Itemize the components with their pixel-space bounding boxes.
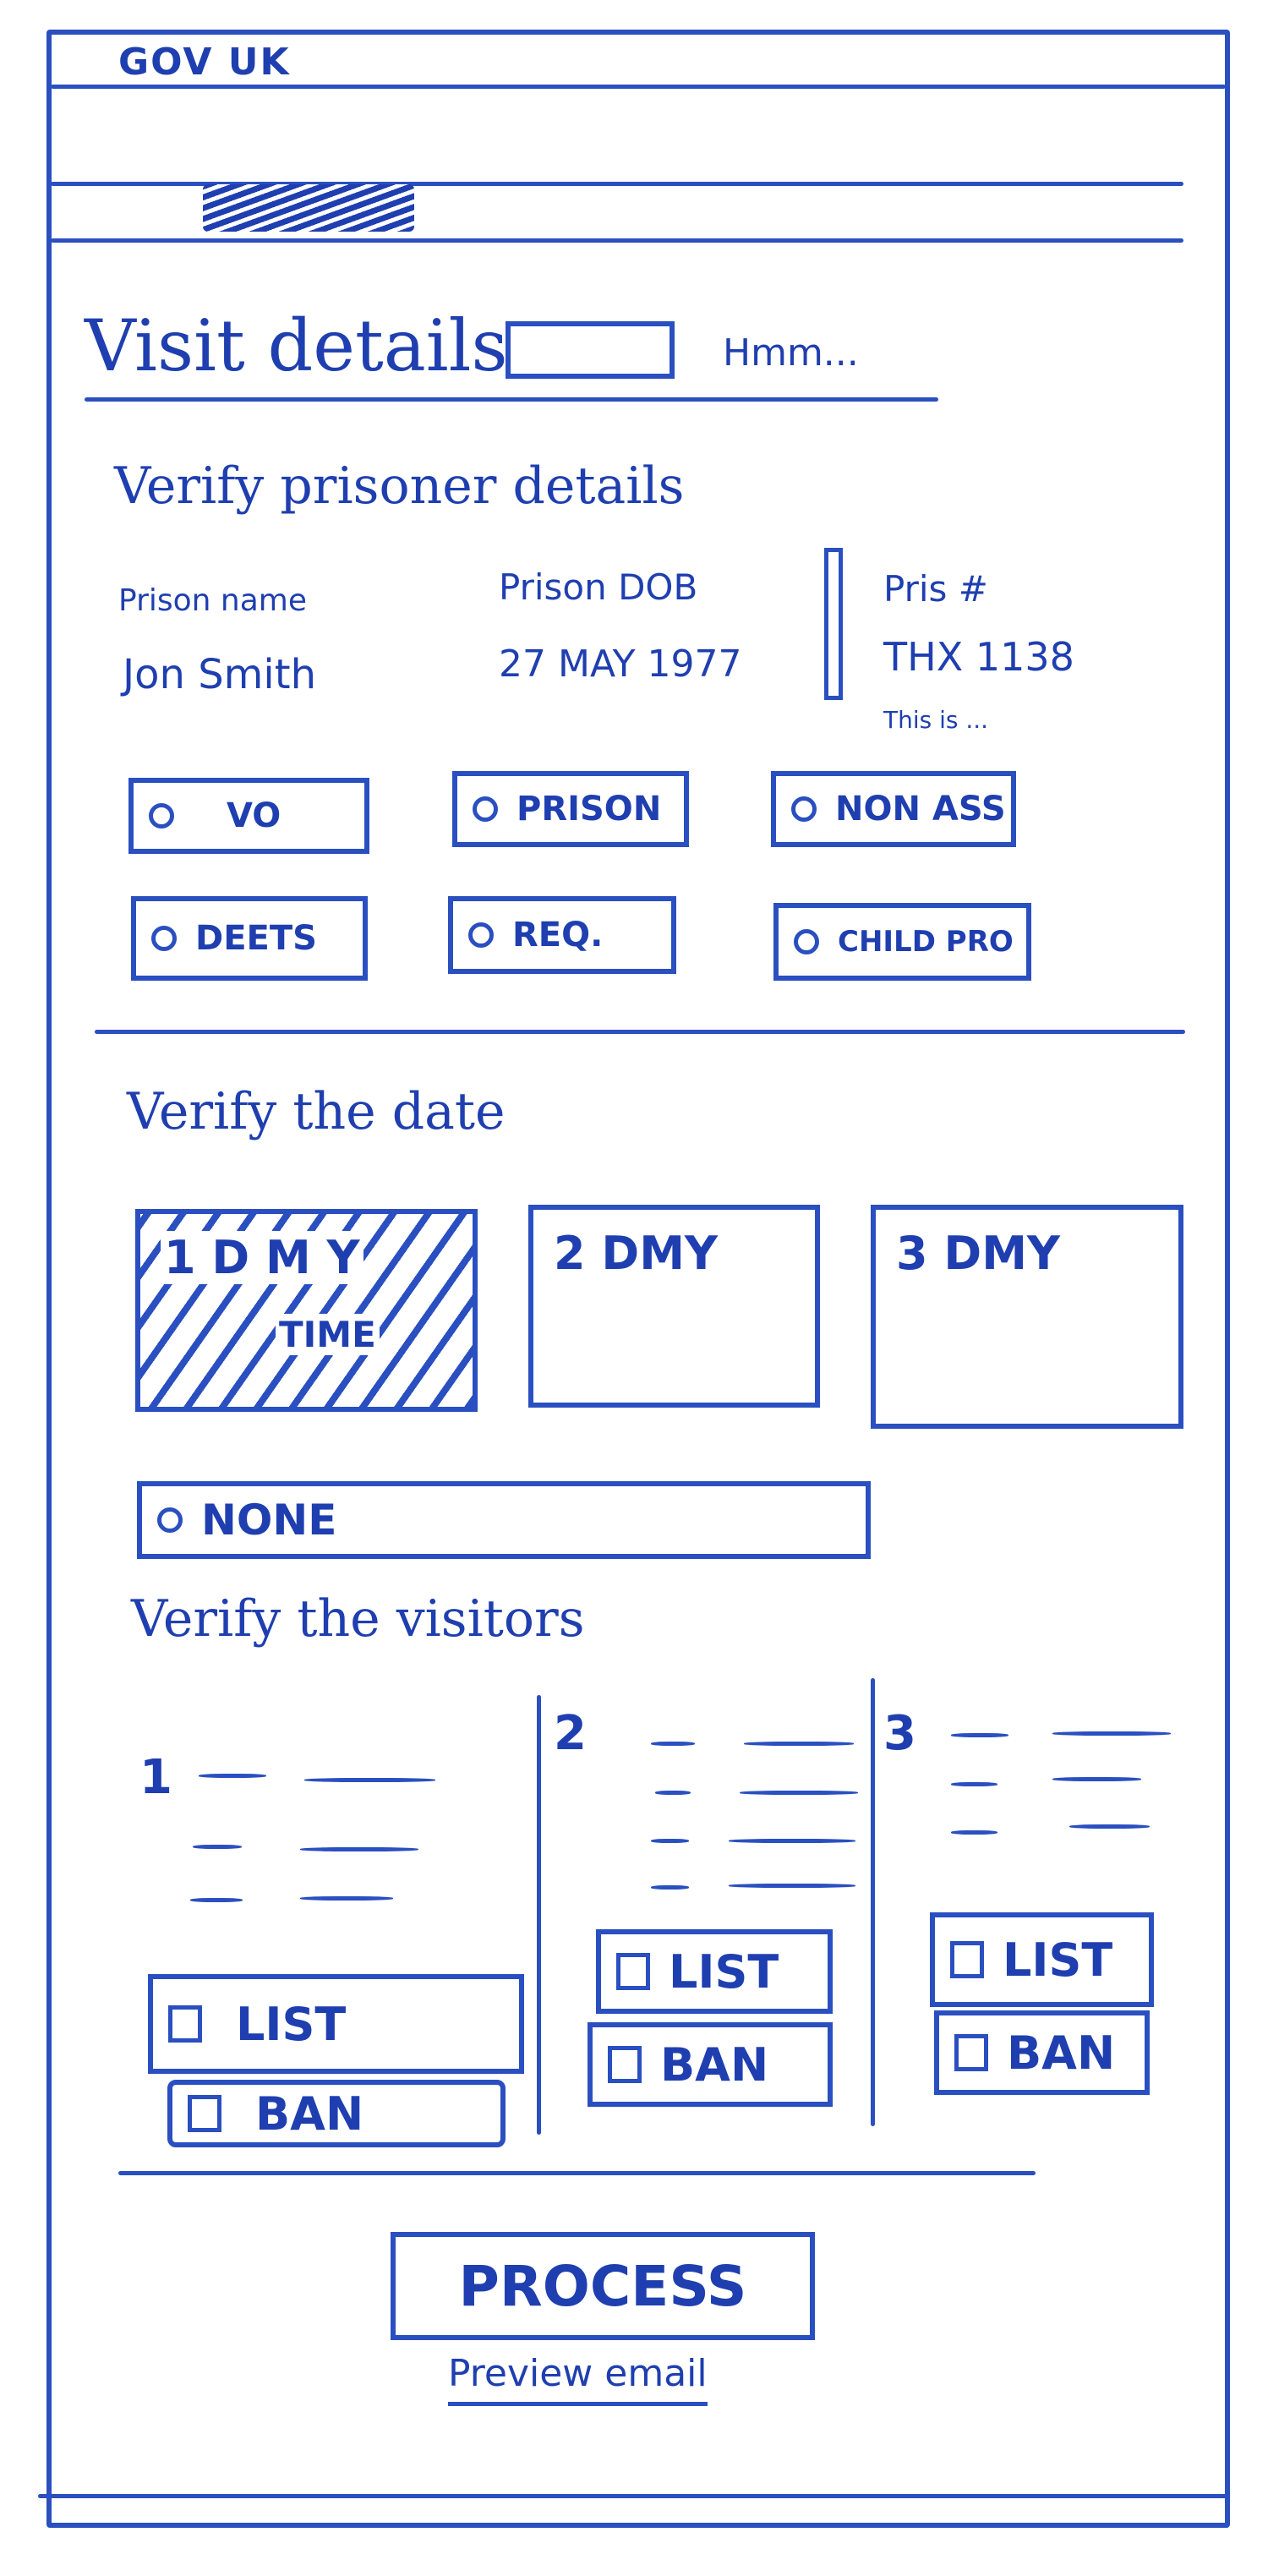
checkbox-label: LIST: [669, 1944, 779, 1999]
date-section-heading: Verify the date: [127, 1082, 506, 1141]
visitor-3-ban-checkbox[interactable]: BAN: [934, 2010, 1150, 2095]
option-non-ass[interactable]: NON ASS: [771, 771, 1016, 847]
visitor-2-ban-checkbox[interactable]: BAN: [588, 2022, 833, 2107]
option-deets[interactable]: DEETS: [131, 896, 368, 981]
prisoner-name-value: Jon Smith: [123, 651, 317, 698]
visitor-detail-line: [729, 1884, 855, 1888]
visitor-column-divider-1: [537, 1695, 541, 2135]
radio-icon: [157, 1507, 183, 1533]
visitor-detail-line: [199, 1774, 266, 1778]
visitor-detail-line: [300, 1896, 393, 1901]
header-divider: [51, 85, 1226, 89]
visitor-detail-line: [1052, 1731, 1171, 1736]
checkbox-icon: [950, 1941, 984, 1978]
checkbox-icon: [188, 2095, 221, 2132]
visitor-detail-line: [651, 1742, 695, 1746]
radio-icon: [791, 796, 817, 822]
page-frame: [46, 30, 1230, 2528]
option-label: NONE: [201, 1496, 337, 1545]
process-button[interactable]: PROCESS: [391, 2232, 815, 2340]
checkbox-label: BAN: [660, 2037, 769, 2092]
option-child-pro[interactable]: CHILD PRO: [773, 903, 1031, 981]
checkbox-label: BAN: [255, 2087, 364, 2141]
visitor-detail-line: [1052, 1777, 1141, 1781]
visitor-detail-line: [651, 1885, 689, 1890]
page-title: Visit details: [85, 304, 508, 387]
option-none[interactable]: NONE: [137, 1481, 871, 1559]
visitor-detail-line: [744, 1742, 854, 1746]
prisoner-dob-value: 27 MAY 1977: [499, 643, 742, 686]
title-note: Hmm...: [723, 331, 859, 375]
option-req[interactable]: REQ.: [448, 896, 676, 974]
checkbox-label: LIST: [236, 1997, 347, 2051]
title-input-box[interactable]: [506, 321, 675, 379]
date-slot-2[interactable]: 2 DMY: [528, 1205, 820, 1408]
slot-time: TIME: [276, 1314, 380, 1355]
checkbox-icon: [954, 2034, 988, 2071]
prisoner-dob-label: Prison DOB: [499, 566, 698, 608]
prisoner-number-label: Pris #: [883, 568, 988, 610]
visitors-section-heading: Verify the visitors: [131, 1589, 585, 1649]
option-label: CHILD PRO: [838, 925, 1014, 959]
phase-banner-divider: [51, 182, 1183, 186]
checkbox-icon: [616, 1953, 650, 1990]
title-underline: [85, 397, 938, 402]
slot-date: 1 D M Y: [161, 1231, 363, 1284]
date-slot-3[interactable]: 3 DMY: [871, 1205, 1183, 1429]
visitor-detail-line: [951, 1733, 1008, 1737]
checkbox-label: LIST: [1003, 1933, 1113, 1987]
option-label: NON ASS: [835, 790, 1006, 829]
visitor-1-ban-checkbox[interactable]: BAN: [167, 2080, 506, 2147]
prisoner-number-note: This is ...: [883, 706, 989, 734]
visitor-number: 2: [554, 1706, 587, 1761]
prisoner-section-heading: Verify prisoner details: [114, 457, 685, 516]
checkbox-icon: [608, 2046, 642, 2083]
visitor-detail-line: [190, 1898, 243, 1902]
radio-icon: [151, 926, 177, 951]
prisoner-number-marker: [824, 548, 843, 700]
visitor-detail-line: [304, 1778, 435, 1782]
visitor-number: 3: [883, 1706, 916, 1761]
slot-date: 3 DMY: [896, 1227, 1061, 1280]
date-slot-1[interactable]: 1 D M Y TIME: [135, 1209, 478, 1412]
visitor-detail-line: [655, 1791, 691, 1795]
visitor-detail-line: [951, 1830, 997, 1835]
visitor-3-list-checkbox[interactable]: LIST: [930, 1912, 1154, 2007]
prisoner-section-divider: [95, 1030, 1185, 1034]
visitor-column-divider-2: [871, 1678, 875, 2126]
brand-logo[interactable]: GOV UK: [118, 41, 291, 84]
breadcrumb-divider: [51, 238, 1183, 243]
radio-icon: [468, 922, 494, 948]
visitor-detail-line: [193, 1845, 242, 1849]
radio-icon: [473, 796, 498, 822]
visitors-section-divider: [118, 2171, 1036, 2175]
slot-date: 2 DMY: [554, 1227, 719, 1280]
option-label: VO: [227, 796, 281, 835]
prisoner-name-label: Prison name: [118, 583, 308, 618]
visitor-detail-line: [1069, 1824, 1150, 1829]
option-vo[interactable]: VO: [128, 778, 369, 854]
preview-email-link[interactable]: Preview email: [448, 2352, 708, 2406]
footer-divider: [38, 2494, 1230, 2498]
visitor-detail-line: [651, 1839, 689, 1843]
checkbox-icon: [168, 2005, 202, 2043]
visitor-detail-line: [729, 1839, 855, 1843]
visitor-2-list-checkbox[interactable]: LIST: [596, 1929, 833, 2014]
checkbox-label: BAN: [1007, 2026, 1116, 2080]
option-label: PRISON: [516, 790, 662, 829]
option-label: DEETS: [195, 919, 317, 958]
option-prison[interactable]: PRISON: [452, 771, 689, 847]
radio-icon: [149, 803, 174, 829]
prisoner-number-value: THX 1138: [883, 634, 1074, 680]
visitor-detail-line: [740, 1791, 858, 1795]
breadcrumb-scribble[interactable]: [203, 184, 414, 232]
visitor-1-list-checkbox[interactable]: LIST: [148, 1974, 524, 2074]
radio-icon: [794, 929, 819, 954]
visitor-detail-line: [951, 1782, 997, 1786]
visitor-number: 1: [139, 1750, 172, 1805]
visitor-detail-line: [300, 1847, 418, 1851]
option-label: REQ.: [512, 916, 604, 954]
